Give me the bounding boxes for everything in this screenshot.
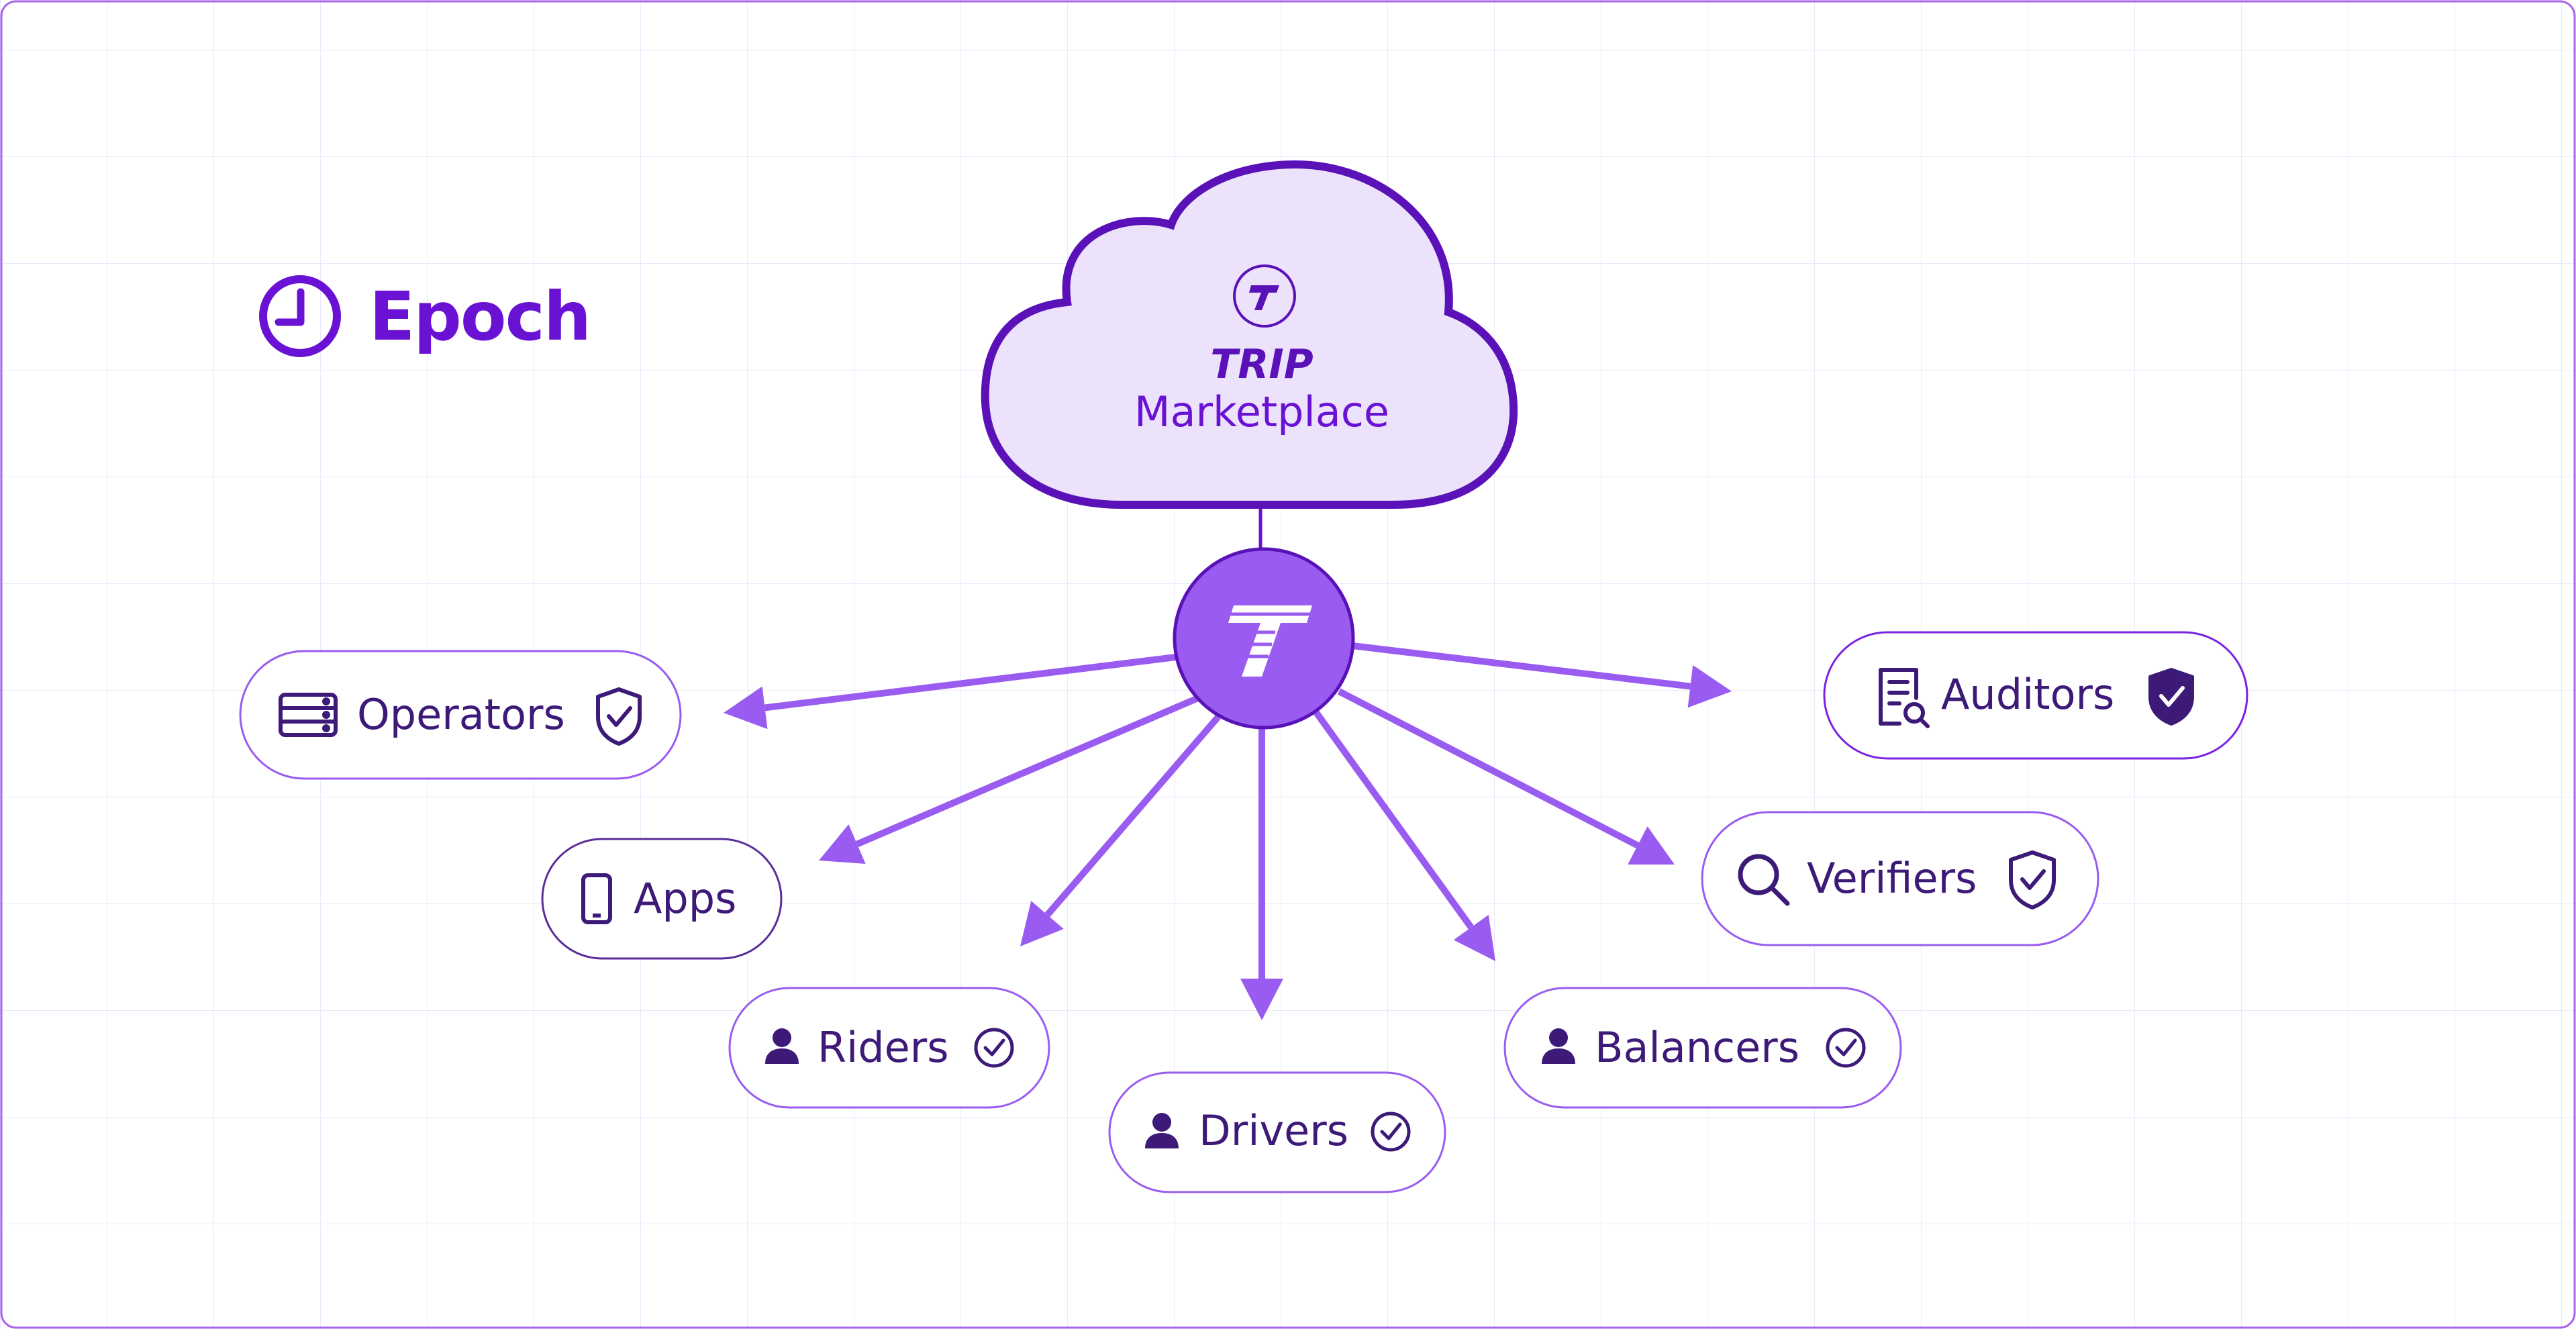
verifiers-label: Verifiers: [1807, 854, 1977, 903]
arrow-head: [724, 686, 768, 730]
arrow-to-drivers: [1240, 728, 1283, 1020]
arrow-shaft: [856, 695, 1199, 848]
arrow-to-apps: [819, 695, 1199, 865]
magnifier-icon: [1738, 854, 1790, 906]
arrow-head: [1240, 979, 1283, 1020]
arrow-to-riders: [1020, 714, 1221, 946]
node-balancers[interactable]: Balancers: [1503, 987, 1902, 1109]
smartphone-icon: [581, 873, 612, 924]
arrow-to-balancers: [1312, 709, 1495, 961]
user-icon: [765, 1028, 799, 1064]
cloud-subtitle: Marketplace: [1134, 387, 1389, 436]
node-riders[interactable]: Riders: [728, 987, 1050, 1109]
apps-label: Apps: [634, 874, 736, 923]
arrow-shaft: [1352, 642, 1691, 690]
node-operators[interactable]: Operators: [239, 650, 682, 780]
arrow-shaft: [1337, 688, 1640, 849]
arrow-to-auditors: [1352, 642, 1732, 708]
clock-icon: [259, 275, 341, 357]
server-icon: [279, 693, 338, 737]
arrow-to-operators: [724, 653, 1182, 730]
auditors-label: Auditors: [1941, 670, 2114, 719]
node-verifiers[interactable]: Verifiers: [1701, 811, 2099, 946]
arrow-head: [1020, 901, 1064, 946]
cloud-title: TRIP: [1210, 341, 1313, 388]
drivers-label: Drivers: [1199, 1106, 1348, 1155]
user-icon: [1145, 1113, 1179, 1148]
shield-check-icon: [2009, 850, 2056, 909]
arrow-head: [1453, 914, 1495, 961]
arrow-shaft: [1312, 709, 1474, 930]
node-auditors[interactable]: Auditors: [1823, 631, 2248, 760]
circle-check-icon: [1371, 1112, 1411, 1152]
circle-check-icon: [974, 1028, 1014, 1068]
arrows-layer: [724, 642, 1732, 1020]
balancers-label: Balancers: [1595, 1023, 1799, 1072]
cloud-shape: [981, 160, 1518, 509]
trip-logo-icon: [1233, 264, 1296, 328]
arrow-head: [1687, 664, 1732, 708]
riders-label: Riders: [818, 1023, 949, 1072]
brand-name: Epoch: [369, 277, 590, 356]
trip-hub-logo-icon: [1225, 605, 1316, 677]
hub-node: [1173, 547, 1355, 730]
arrow-head: [1628, 826, 1675, 865]
arrow-head: [819, 824, 866, 865]
node-drivers[interactable]: Drivers: [1108, 1071, 1446, 1193]
user-icon: [1542, 1028, 1575, 1064]
document-search-icon: [1879, 668, 1930, 728]
trip-marketplace-cloud: TRIP Marketplace: [981, 160, 1518, 509]
shield-check-icon: [596, 687, 642, 746]
shield-check-icon: [2148, 668, 2194, 726]
node-apps[interactable]: Apps: [541, 838, 783, 960]
circle-check-icon: [1826, 1028, 1866, 1068]
arrow-shaft: [1044, 714, 1221, 918]
arrow-shaft: [764, 653, 1182, 711]
arrow-to-verifiers: [1337, 688, 1675, 865]
brand-logo: Epoch: [259, 275, 591, 357]
operators-label: Operators: [357, 690, 565, 739]
